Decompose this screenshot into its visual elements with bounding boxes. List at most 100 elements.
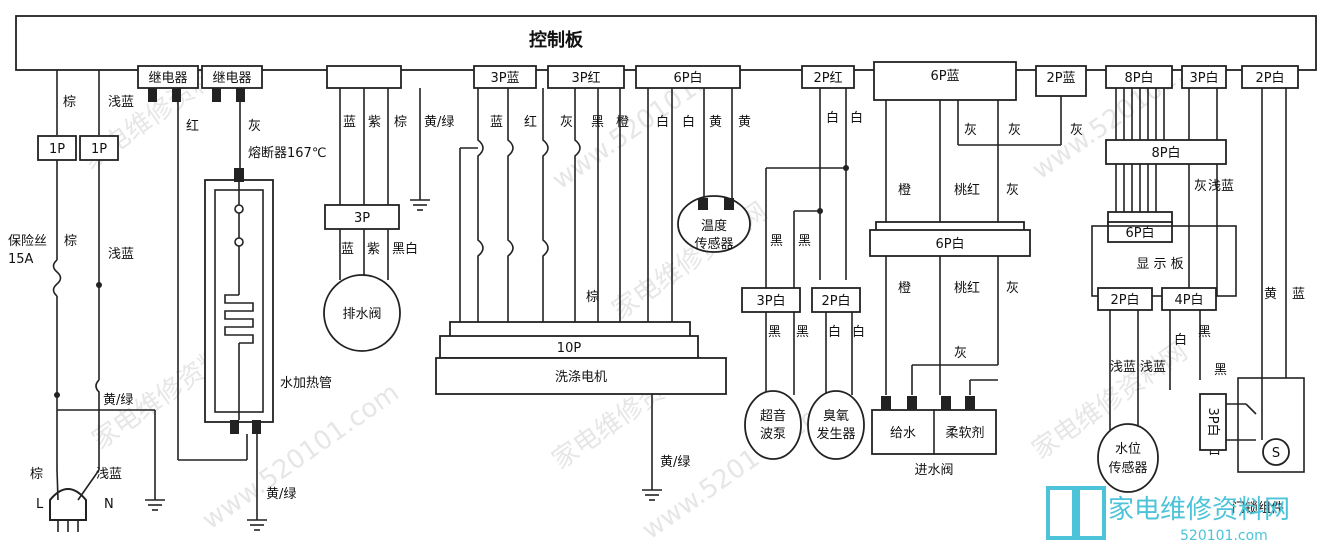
connector-2p-red [801, 65, 855, 89]
wire-label-white: 白 [1174, 332, 1187, 348]
door-lock [1237, 377, 1305, 473]
drain-valve-label: 排水阀 [342, 307, 381, 322]
wire-label-blue: 蓝 [343, 115, 356, 130]
wire-label-yellow-green: 黄/绿 [266, 487, 296, 502]
pump-ozone-section: 2P红 白 白 黑 黑 3P白 2P白 黑 黑 白 白 超音 波泵 臭氧 发生器 [741, 65, 865, 460]
wire-label-yellow: 黄 [709, 115, 722, 130]
thermal-fuse-label: 熔断器167℃ [248, 146, 326, 161]
connector-6p-blue [873, 61, 1017, 101]
wire-label-purple: 紫 [367, 242, 380, 257]
wire-label-white: 白 [656, 114, 669, 130]
wire-label-brown: 棕 [394, 115, 407, 130]
wire-label-white: 白 [826, 110, 839, 126]
wire-label-white: 白 [850, 110, 863, 126]
wire-label-blue: 蓝 [490, 115, 503, 130]
display-board-label: 显 示 板 [1136, 257, 1183, 272]
wire-label-light-blue: 浅蓝 [108, 95, 134, 110]
wire-label-black: 黑 [798, 234, 811, 249]
connector-8p-white-top-label: 8P白 [1124, 70, 1153, 86]
plug-n-label: N [104, 497, 114, 512]
wire-label-white: 白 [682, 114, 695, 130]
control-board [15, 15, 1317, 71]
wash-motor [435, 357, 727, 395]
wire-label-blue: 蓝 [341, 242, 354, 257]
connector-3p-white-pump [741, 287, 801, 313]
fuse-rating: 15A [8, 252, 34, 267]
connector-4p-white-disp-label: 4P白 [1174, 292, 1203, 308]
wire-label-gray: 灰 [1194, 179, 1207, 194]
connector-6p-white-top-label: 6P白 [673, 70, 702, 86]
connector-10p-label: 10P [557, 341, 582, 356]
wire-label-orange: 橙 [616, 115, 629, 130]
relay-1 [137, 65, 199, 89]
connector-3p-red-label: 3P红 [571, 70, 600, 86]
temp-sensor-label-2: 传感器 [694, 236, 733, 252]
fuse-icon [52, 259, 62, 297]
wire-label-gray: 灰 [1070, 123, 1083, 138]
level-sensor-label-2: 传感器 [1108, 460, 1147, 476]
wire-label-blue: 蓝 [1292, 287, 1305, 302]
connector-2p-white-disp [1097, 287, 1153, 311]
wire-label-white: 白 [852, 324, 865, 340]
connector-1p-b [79, 135, 119, 161]
wire-label-pink-red: 桃红 [954, 182, 980, 198]
plug-l-label: L [36, 497, 44, 512]
drain-valve [323, 274, 401, 352]
fuse-label: 保险丝 [8, 234, 47, 249]
connector-3p-lock-label: 3P白 [1205, 407, 1221, 436]
wire-label-black: 黑 [591, 115, 604, 130]
ozone-generator-label-1: 臭氧 [823, 409, 849, 424]
site-logo: 家电维修资料网 520101.com [1046, 486, 1290, 544]
wire-label-pink-red: 桃红 [954, 280, 980, 296]
wire-label-gray: 灰 [1008, 123, 1021, 138]
logo-url: 520101.com [1180, 528, 1268, 544]
relay-2-label: 继电器 [212, 71, 251, 86]
connector-1p-b-label: 1P [91, 142, 107, 157]
wire-label-light-blue: 浅蓝 [1208, 179, 1234, 194]
connector-3p-white-top [1181, 65, 1227, 89]
connector-3p-drain-label: 3P [354, 211, 370, 226]
wash-motor-label: 洗涤电机 [555, 370, 607, 385]
inlet-feed-label: 给水 [890, 426, 916, 441]
wire-label-black: 黑 [1198, 325, 1211, 340]
wire-label-orange: 橙 [898, 183, 911, 198]
connector-2p-blue [1035, 65, 1087, 97]
drain-valve-section: 蓝 紫 棕 黄/绿 3P 蓝 紫 黑白 排水阀 [323, 65, 454, 352]
ozone-generator-label-2: 发生器 [816, 426, 855, 442]
motor-section: 3P蓝 3P红 6P白 蓝 红 灰 黑 橙 棕 白 白 黄 黄 温度 传感器 [435, 65, 751, 501]
wire-label-gray: 灰 [954, 346, 967, 361]
connector-3p-lock [1199, 393, 1227, 451]
wire-label-white: 白 [828, 324, 841, 340]
level-sensor-label-1: 水位 [1115, 442, 1141, 457]
wire-label-light-blue: 浅蓝 [108, 247, 134, 262]
connector-2p-white-top-label: 2P白 [1255, 70, 1284, 86]
wire-label-yellow-green: 黄/绿 [424, 115, 454, 130]
book-icon [1046, 486, 1106, 540]
water-level-sensor [1097, 423, 1159, 493]
wire-label-red: 红 [524, 114, 537, 130]
connector-2p-white-ozone [811, 287, 861, 313]
wire-label-gray: 灰 [560, 115, 573, 130]
connector-3p-red [547, 65, 625, 89]
ground-icon [410, 199, 430, 211]
junction-dot [54, 392, 60, 398]
connector-4p-white-disp [1161, 287, 1217, 311]
connector-drain-top [326, 65, 402, 89]
wire-label-black: 黑 [770, 234, 783, 249]
connector-6p-white-valve-label: 6P白 [935, 236, 964, 252]
connector-3p-blue [473, 65, 537, 89]
wire-label-orange: 橙 [898, 281, 911, 296]
junction-dot [96, 282, 102, 288]
connector-2p-white-top [1241, 65, 1299, 89]
inlet-softener-label: 柔软剂 [945, 426, 984, 441]
wire-label-yellow: 黄 [1264, 287, 1277, 302]
connector-8p-white-top [1105, 65, 1173, 89]
wire-label-light-blue: 浅蓝 [1140, 360, 1166, 375]
wire-label-yellow: 黄 [738, 115, 751, 130]
wire-label-yellow-green: 黄/绿 [660, 455, 690, 470]
heater-section: 继电器 继电器 红 灰 熔断器167℃ 水加热管 黄/绿 [137, 65, 332, 531]
inlet-valve-label: 进水阀 [914, 463, 953, 478]
relay-2 [201, 65, 263, 89]
connector-6p-white-disp-label: 6P白 [1125, 225, 1154, 241]
